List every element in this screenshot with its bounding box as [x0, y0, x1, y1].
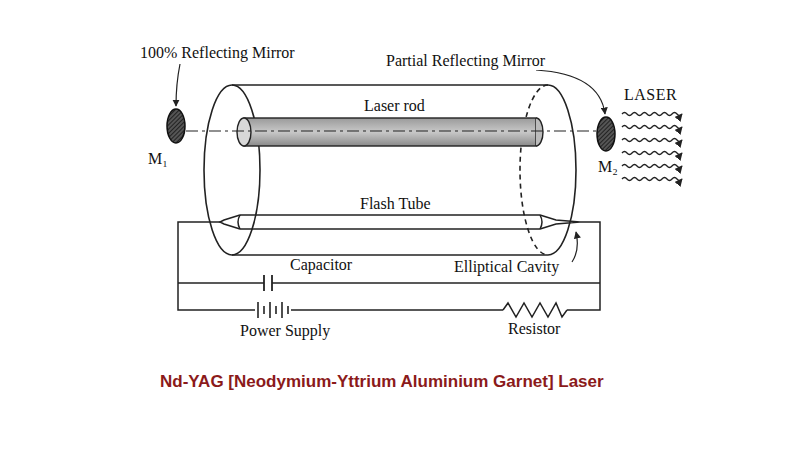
beam-wave — [622, 178, 682, 181]
resistor-label: Resistor — [506, 320, 562, 338]
cavity-bottom — [232, 254, 548, 256]
elliptical-cavity — [204, 85, 576, 255]
cavity-label: Elliptical Cavity — [452, 258, 561, 276]
cavity-top — [232, 84, 548, 86]
tube-label: Flash Tube — [358, 195, 433, 213]
mirror-label: 100% Reflecting Mirror — [138, 44, 297, 62]
capacitor-symbol — [264, 275, 272, 291]
leader-lines — [176, 64, 605, 262]
capacitor-label: Capacitor — [288, 256, 354, 274]
mirror-label: Partial Reflecting Mirror — [384, 52, 547, 70]
mirror-m2 — [597, 117, 615, 151]
figure-caption: Nd-YAG [Neodymium-Yttrium Aluminium Garn… — [160, 372, 604, 392]
beam-wave — [622, 139, 682, 142]
output-label: LASER — [622, 86, 679, 104]
mirror-name: M₁ — [146, 150, 170, 168]
resistor-symbol — [503, 302, 567, 318]
mirror-name: M₂ — [596, 158, 620, 176]
supply-label: Power Supply — [238, 322, 332, 340]
optical-axis — [186, 130, 598, 131]
beam-wave — [622, 152, 682, 155]
circuit-wires — [178, 222, 600, 310]
flash-tube — [220, 215, 580, 229]
beam-wave — [622, 126, 682, 129]
cavity-right-end — [548, 85, 576, 255]
mirror-m1 — [167, 109, 185, 143]
laser-beam — [622, 113, 682, 181]
beam-wave — [622, 165, 682, 168]
rod-label: Laser rod — [362, 97, 427, 115]
battery-symbol — [255, 300, 291, 320]
beam-wave — [622, 113, 682, 116]
laser-rod — [237, 118, 543, 146]
